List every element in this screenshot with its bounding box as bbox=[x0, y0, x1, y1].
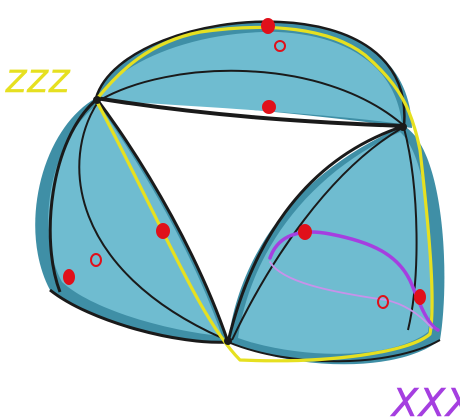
filled-dot bbox=[261, 18, 275, 34]
left-lobe bbox=[35, 98, 228, 342]
top-lobe bbox=[96, 22, 412, 128]
filled-dot bbox=[298, 224, 312, 240]
filled-dot bbox=[156, 223, 170, 239]
right-lobe bbox=[228, 126, 444, 364]
label-bottom-right: XXX bbox=[390, 381, 460, 420]
junction-top-left bbox=[93, 96, 101, 104]
junction-right bbox=[399, 123, 407, 131]
filled-dot bbox=[262, 100, 276, 114]
filled-dot bbox=[63, 269, 75, 285]
filled-dot bbox=[414, 289, 426, 305]
label-top-left: ZZZ bbox=[5, 65, 71, 100]
junction-bottom bbox=[224, 337, 232, 345]
